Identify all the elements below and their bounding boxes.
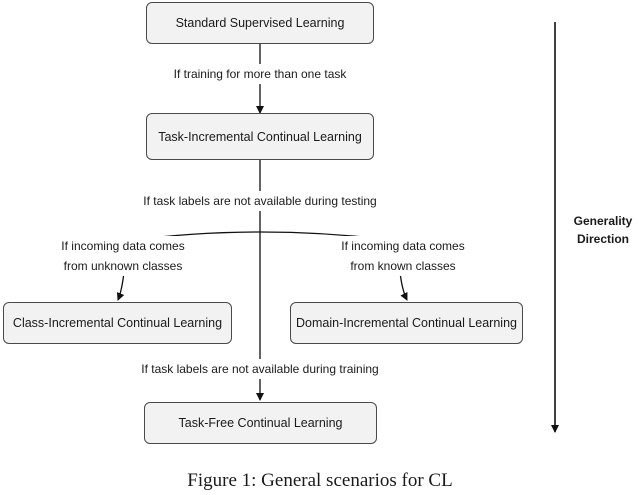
edge-label-known-classes: If incoming data comes from known classe… xyxy=(308,236,498,276)
generality-direction-label: Generality Direction xyxy=(566,212,640,248)
edge-label-no-labels-training: If task labels are not available during … xyxy=(120,359,400,379)
edge-to-class-incremental xyxy=(116,271,125,301)
edge-label-line: If incoming data comes xyxy=(61,236,185,256)
node-class-incremental: Class-Incremental Continual Learning xyxy=(3,302,232,344)
edge-to-domain-incremental xyxy=(399,271,408,301)
node-standard-supervised-learning: Standard Supervised Learning xyxy=(146,2,374,44)
node-domain-incremental: Domain-Incremental Continual Learning xyxy=(290,302,523,344)
generality-line2: Direction xyxy=(576,232,629,246)
edge-label-unknown-classes: If incoming data comes from unknown clas… xyxy=(28,236,218,276)
edge-label-line: If incoming data comes xyxy=(341,236,465,256)
node-label: Class-Incremental Continual Learning xyxy=(12,316,223,330)
edge-label-no-labels-testing: If task labels are not available during … xyxy=(120,191,400,211)
node-label: Task-Free Continual Learning xyxy=(178,416,343,430)
figure-caption: Figure 1: General scenarios for CL xyxy=(187,470,453,491)
node-label: Domain-Incremental Continual Learning xyxy=(296,316,517,330)
generality-line1: Generality xyxy=(573,214,633,228)
edge-label-more-than-one-task: If training for more than one task xyxy=(150,64,370,84)
node-task-incremental: Task-Incremental Continual Learning xyxy=(146,113,374,160)
node-label: Standard Supervised Learning xyxy=(175,16,345,30)
edge-label-line: from known classes xyxy=(350,256,456,276)
node-task-free: Task-Free Continual Learning xyxy=(144,402,377,444)
node-label: Task-Incremental Continual Learning xyxy=(158,129,362,144)
edge-label-line: from unknown classes xyxy=(63,256,183,276)
